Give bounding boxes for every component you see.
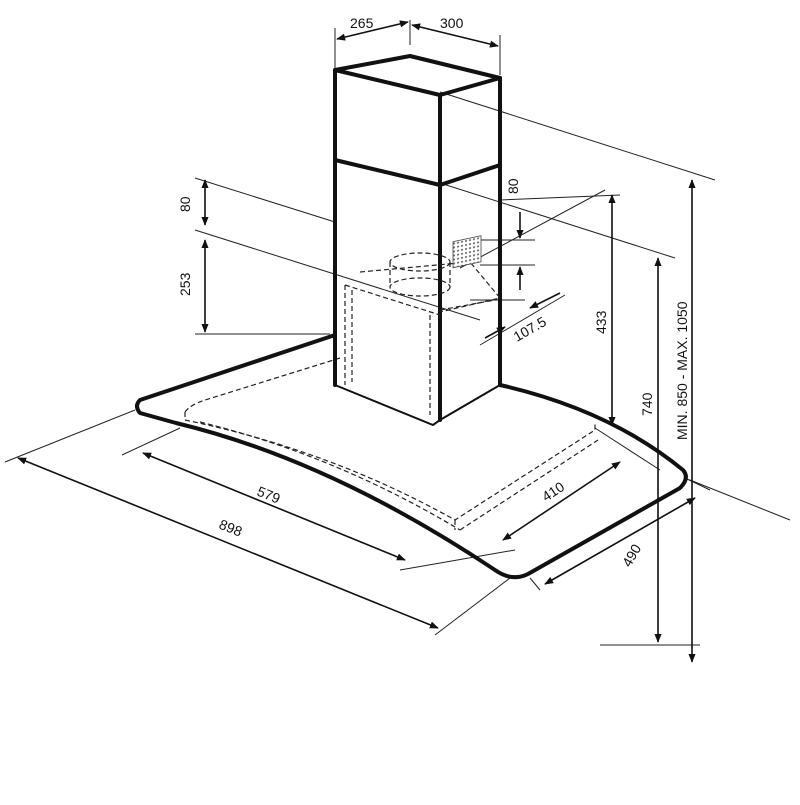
label-433: 433 [593, 310, 609, 334]
chimney-upper [333, 54, 502, 97]
label-898: 898 [217, 516, 245, 540]
dim-line-107-5-a [529, 292, 561, 309]
dimension-arrows [17, 20, 696, 663]
label-height-range: MIN. 850 - MAX. 1050 [674, 301, 690, 440]
label-579: 579 [255, 483, 283, 507]
glass-canopy-outline [135, 333, 688, 580]
chimney [333, 54, 502, 427]
label-80-right: 80 [505, 178, 521, 194]
label-265: 265 [350, 15, 374, 31]
dim-line-898 [17, 457, 439, 629]
label-80-left: 80 [177, 196, 193, 212]
label-300: 300 [440, 15, 464, 31]
vent-grille [452, 235, 482, 269]
hood-canopy [135, 333, 688, 580]
label-740: 740 [639, 392, 655, 416]
label-253: 253 [177, 272, 193, 296]
label-107-5: 107.5 [511, 313, 550, 344]
dim-line-579 [142, 452, 406, 561]
label-490: 490 [619, 541, 645, 569]
dim-line-410 [502, 461, 621, 541]
dim-line-490 [544, 497, 696, 585]
dim-line-300 [411, 23, 499, 48]
dim-line-265 [336, 20, 409, 41]
dim-line-107-5-b [484, 326, 506, 339]
extension-lines [4, 20, 791, 646]
dimension-labels: 265 300 80 253 80 107.5 433 740 MIN. 850… [177, 15, 690, 570]
